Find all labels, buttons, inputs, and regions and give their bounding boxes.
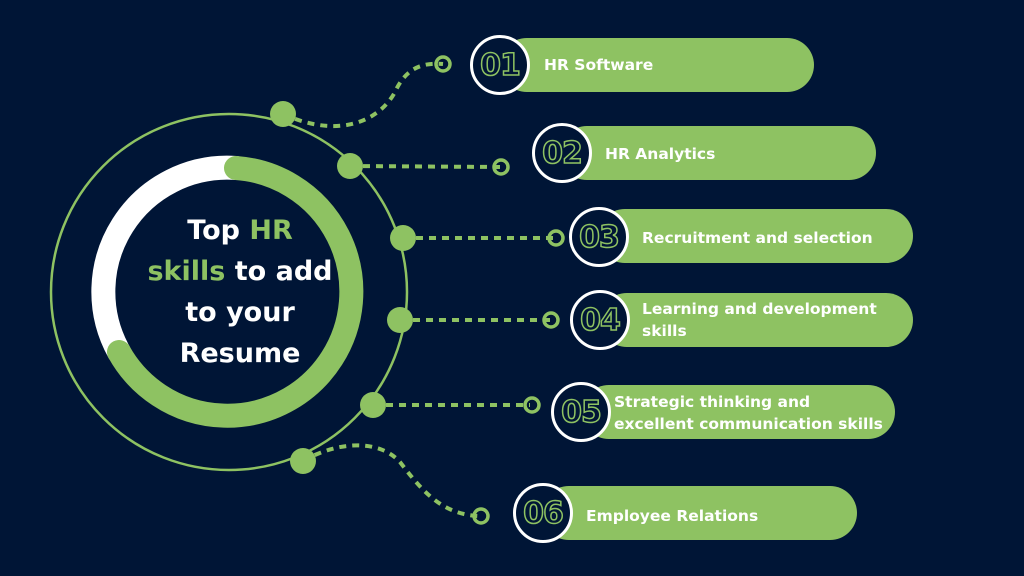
skill-label-05: Strategic thinking and excellent communi… <box>614 393 883 433</box>
skill-pill-06 <box>542 486 857 540</box>
skill-pill-02 <box>560 126 876 180</box>
connector-02 <box>337 153 510 179</box>
skill-pill-05 <box>582 385 895 439</box>
number-badge-02: 02 <box>532 123 592 183</box>
number-badge-03: 03 <box>569 207 629 267</box>
skill-label-04: Learning and development skills <box>642 300 877 340</box>
white-arc <box>91 155 248 364</box>
skill-pill-01 <box>500 38 814 92</box>
title-word-resume: Resume <box>179 338 301 369</box>
number-badge-04: 04 <box>570 290 630 350</box>
skill-label-03: Recruitment and selection <box>642 229 873 247</box>
connector-03 <box>390 225 565 251</box>
connector-05 <box>360 392 541 418</box>
skill-label-01: HR Software <box>544 56 654 74</box>
skill-pill-04 <box>600 293 913 347</box>
number-badge-01: 01 <box>470 35 530 95</box>
connector-06 <box>290 443 490 525</box>
main-title: Top HR skills to add to your Resume <box>120 210 360 374</box>
outer-ring <box>49 112 409 472</box>
number-badge-05: 05 <box>551 382 611 442</box>
title-word-skills: skills <box>147 256 226 287</box>
number-badge-06: 06 <box>513 483 573 543</box>
skill-label-02: HR Analytics <box>605 145 716 163</box>
title-word-to-add: to add <box>234 256 333 287</box>
connector-01 <box>270 55 452 129</box>
skill-label-06: Employee Relations <box>586 507 759 525</box>
green-arc <box>107 156 364 428</box>
title-word-to-your: to your <box>185 297 295 328</box>
title-word-top: Top <box>187 215 240 246</box>
title-word-hr: HR <box>249 215 293 246</box>
skill-pill-03 <box>598 209 913 263</box>
connector-04 <box>387 307 560 333</box>
